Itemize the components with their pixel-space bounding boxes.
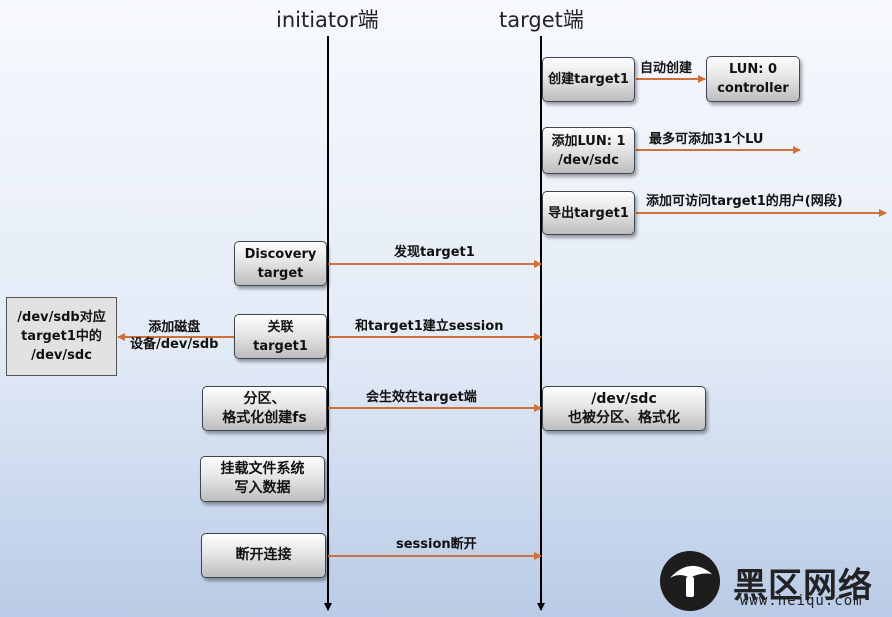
session-label: 和target1建立session: [355, 319, 504, 334]
mount-box: 挂载文件系统 写入数据: [200, 456, 325, 502]
watermark-logo-icon: [660, 551, 720, 611]
disconnect-box: 断开连接: [201, 533, 326, 578]
export-target-box: 导出target1: [542, 191, 635, 235]
max-lun-label: 最多可添加31个LU: [649, 132, 764, 147]
local-device-box: /dev/sdb对应 target1中的 /dev/sdc: [6, 297, 117, 376]
discovery-target-box: Discovery target: [234, 241, 327, 286]
effect-label: 会生效在target端: [366, 390, 477, 405]
session-close-label: session断开: [396, 537, 477, 552]
lun0-box: LUN: 0 controller: [706, 56, 800, 102]
create-target-box: 创建target1: [542, 57, 635, 102]
add-disk-label: 添加磁盘 设备/dev/sdb: [130, 320, 219, 352]
discover-label: 发现target1: [394, 245, 475, 260]
sdc-formatted-box: /dev/sdc 也被分区、格式化: [542, 386, 706, 431]
add-lun-box: 添加LUN: 1 /dev/sdc: [542, 127, 635, 174]
access-label: 添加可访问target1的用户(网段): [646, 194, 843, 209]
associate-target-box: 关联 target1: [234, 314, 327, 359]
auto-create-label: 自动创建: [640, 61, 693, 76]
watermark-url: www.heiqu.com: [740, 593, 863, 609]
partition-box: 分区、 格式化创建fs: [202, 386, 327, 431]
watermark-name: 黑区网络: [733, 566, 873, 606]
initiator-header: initiator端: [276, 8, 379, 32]
target-header: target端: [499, 8, 584, 32]
